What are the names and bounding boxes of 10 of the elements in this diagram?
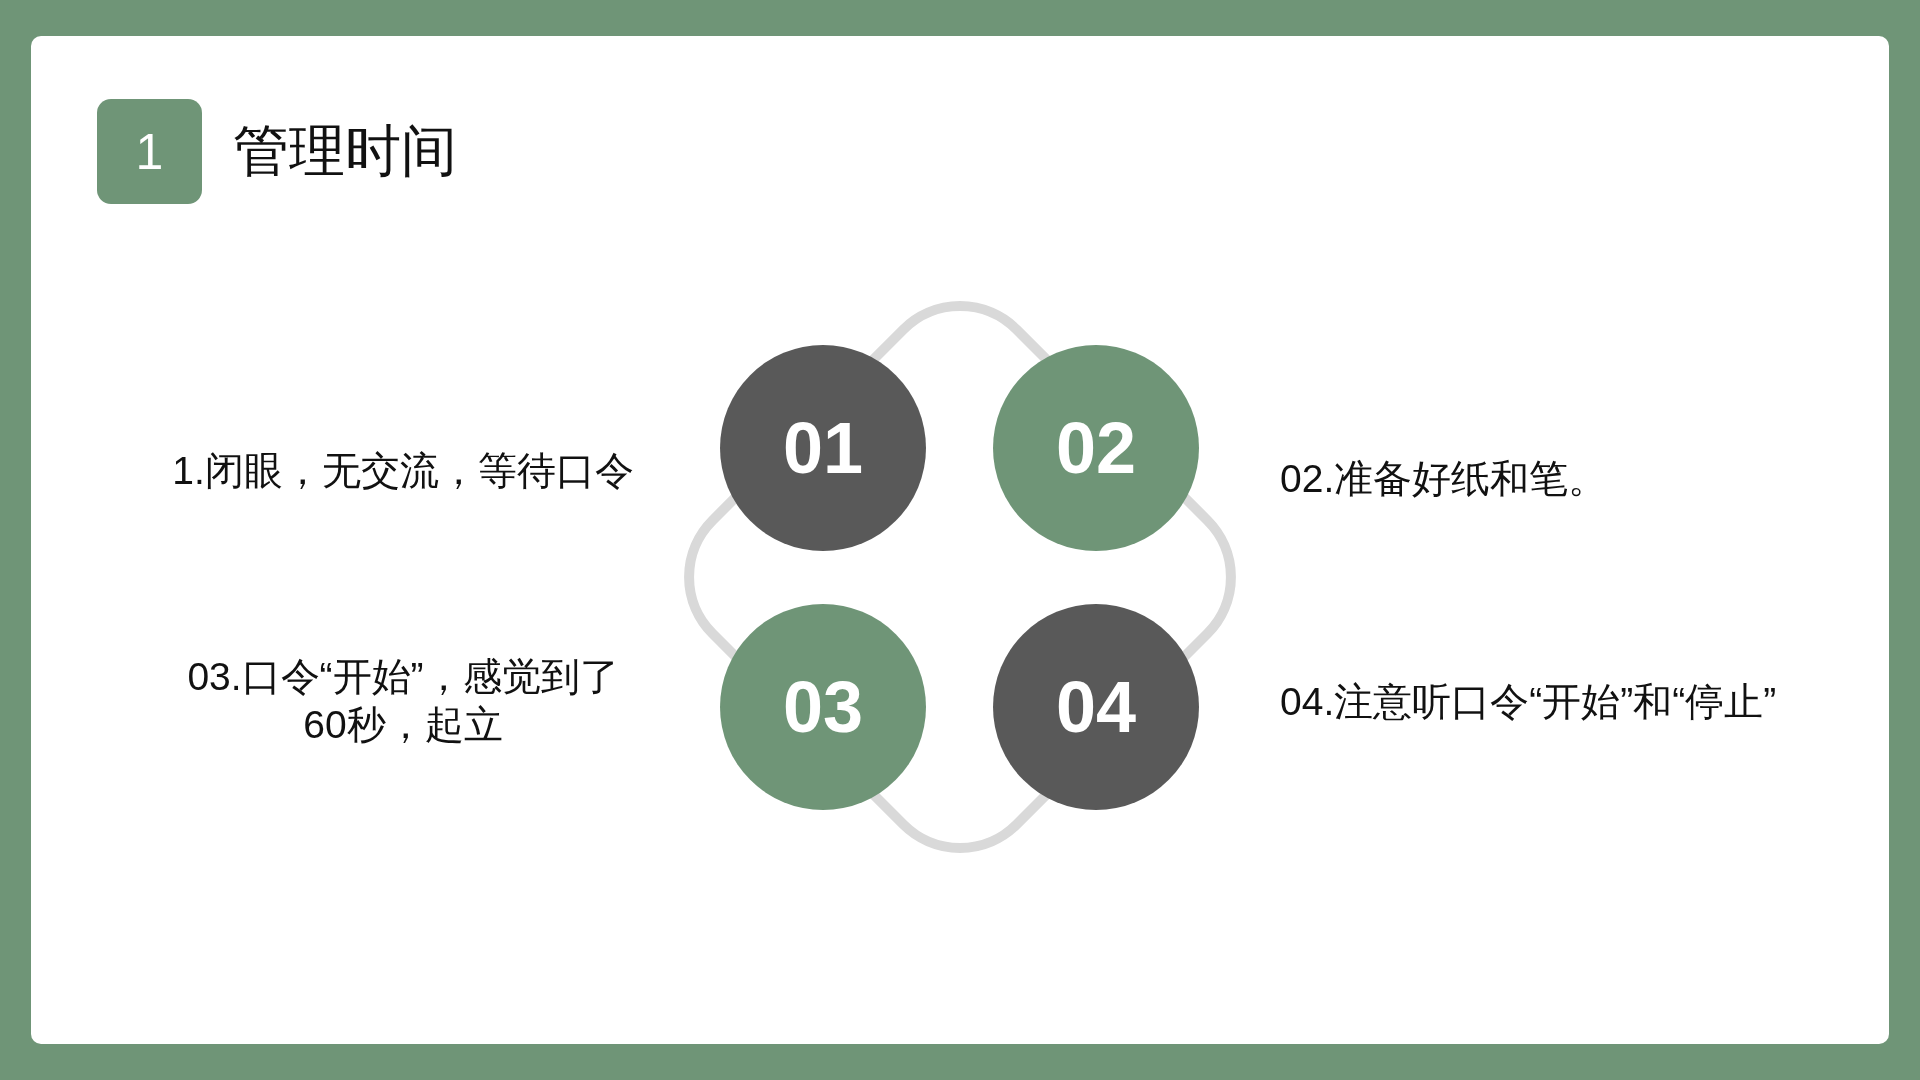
step-number-circle: 03 — [720, 604, 926, 810]
step-description: 04.注意听口令“开始”和“停止” — [1280, 679, 1778, 725]
step-number-circle: 01 — [720, 345, 926, 551]
step-description: 1.闭眼，无交流，等待口令 — [171, 448, 635, 494]
slide-title: 管理时间 — [233, 118, 457, 184]
step-description: 02.准备好纸和笔。 — [1280, 456, 1609, 502]
section-number-badge: 1 — [97, 99, 202, 204]
step-number-circle: 02 — [993, 345, 1199, 551]
step-description: 03.口令“开始”，感觉到了60秒，起立 — [186, 654, 620, 748]
step-number-circle: 04 — [993, 604, 1199, 810]
